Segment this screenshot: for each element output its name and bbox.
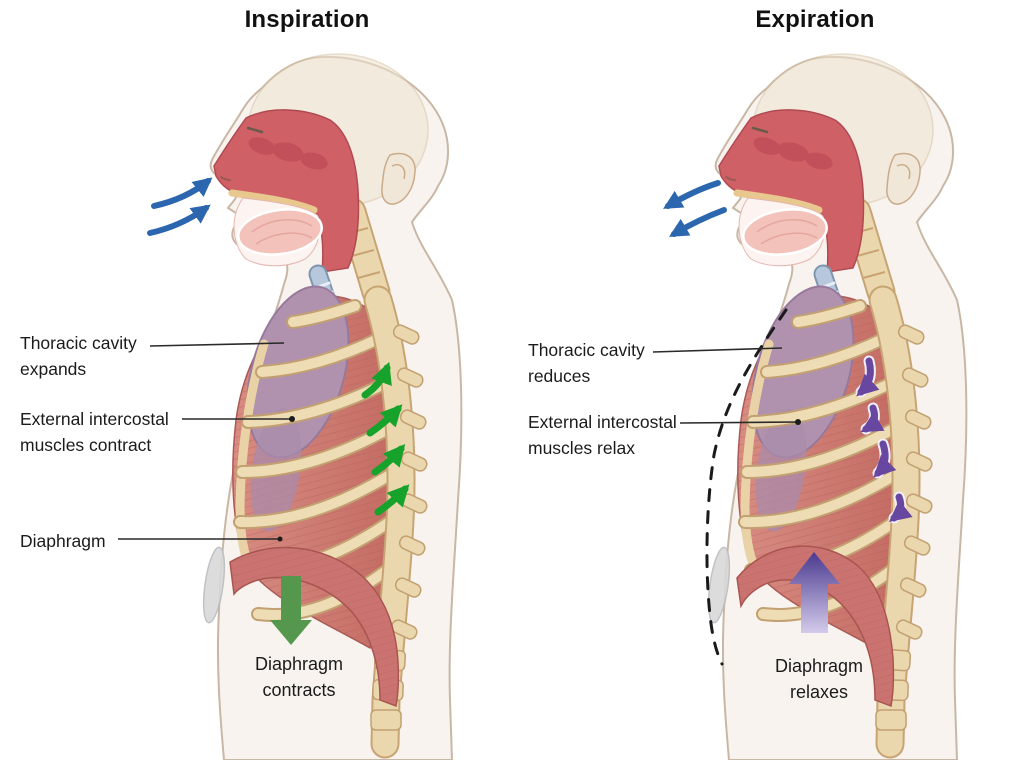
inspiration-figure bbox=[118, 54, 461, 760]
label-thoracic-reduces: Thoracic cavity reduces bbox=[528, 340, 645, 387]
leader-lines-expiration bbox=[652, 347, 801, 425]
diaphragm-expiration bbox=[736, 545, 895, 708]
inspiration-title: Inspiration bbox=[244, 6, 370, 33]
leader-lines-inspiration bbox=[118, 342, 295, 542]
caption-diaphragm-relaxes: Diaphragm relaxes bbox=[774, 656, 864, 703]
label-intercostal-relax: External intercostal muscles relax bbox=[528, 412, 677, 459]
rib-elevation-arrow-icons bbox=[361, 361, 410, 516]
diaphragm-relax-arrow-icon bbox=[789, 552, 840, 633]
previous-chest-outline-dashed bbox=[705, 308, 788, 666]
label-diaphragm: Diaphragm bbox=[20, 531, 106, 551]
expiration-figure bbox=[652, 54, 966, 760]
caption-diaphragm-contracts: Diaphragm contracts bbox=[254, 654, 344, 701]
expiration-title: Expiration bbox=[755, 6, 875, 33]
label-thoracic-expands: Thoracic cavity expands bbox=[20, 333, 137, 380]
diaphragm-contract-arrow-icon bbox=[270, 576, 312, 645]
diaphragm-inspiration bbox=[229, 546, 400, 708]
label-intercostal-contract: External intercostal muscles contract bbox=[20, 409, 169, 456]
air-in-arrow-icons bbox=[147, 177, 213, 236]
rib-depression-arrow-icons bbox=[855, 355, 913, 524]
air-out-arrow-icons bbox=[663, 180, 727, 237]
